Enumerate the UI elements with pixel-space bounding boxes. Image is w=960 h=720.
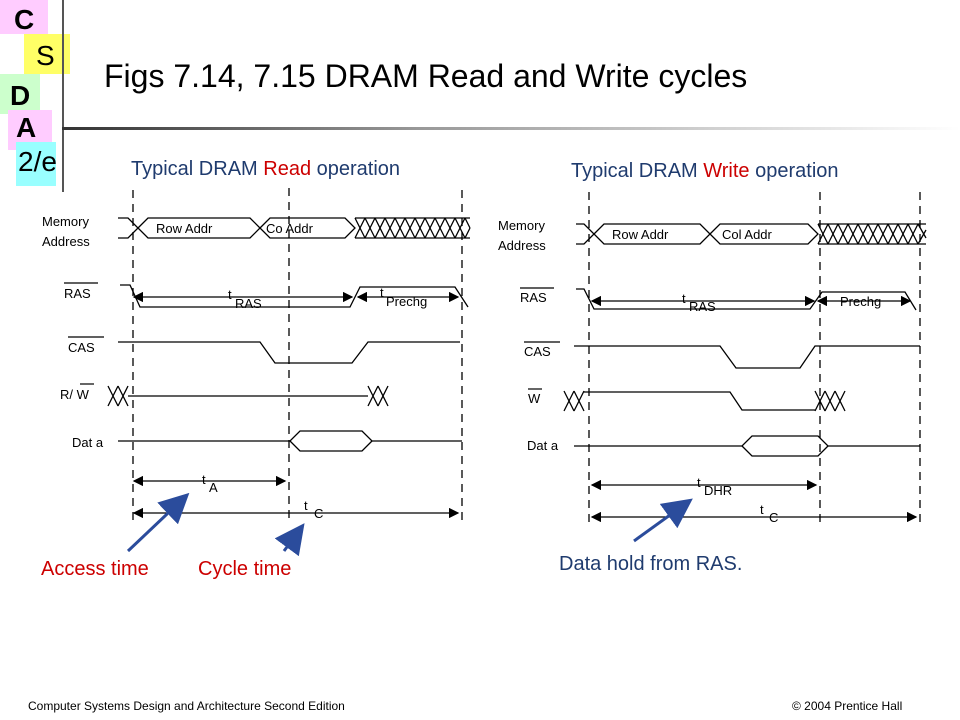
read-address-bus <box>118 217 471 239</box>
read-title-pre: Typical DRAM <box>131 158 264 180</box>
write-t-dhr-sub: DHR <box>704 483 732 498</box>
write-w-waveform <box>563 390 846 412</box>
write-title-pre: Typical DRAM <box>571 160 704 182</box>
read-title-highlight: Read <box>263 158 312 180</box>
page-title: Figs 7.14, 7.15 DRAM Read and Write cycl… <box>104 58 748 94</box>
write-label-data: Dat a <box>527 438 559 453</box>
write-t-ras-t: t <box>682 291 686 306</box>
cycle-time-note: Cycle time <box>198 558 292 580</box>
read-label-ras: RAS <box>64 286 91 301</box>
read-t-a-sub: A <box>209 480 218 495</box>
read-t-c-t: t <box>304 498 308 513</box>
read-t-prechg-sub: Prechg <box>386 294 427 309</box>
read-label-data: Dat a <box>72 435 104 450</box>
read-bus-col-addr: Co Addr <box>266 221 314 236</box>
cycle-time-pointer-arrow <box>274 523 305 557</box>
read-title-post: operation <box>311 158 401 180</box>
write-prechg-label: Prechg <box>840 294 881 309</box>
read-t-ras-sub: RAS <box>235 296 262 311</box>
write-label-address: Address <box>498 238 546 253</box>
read-t-ras-t: t <box>228 287 232 302</box>
write-t-dhr-t: t <box>697 475 701 490</box>
write-ras-waveform <box>576 288 917 311</box>
write-label-cas: CAS <box>524 344 551 359</box>
data-hold-pointer-arrow <box>633 498 693 543</box>
write-bus-col-addr: Col Addr <box>722 227 773 242</box>
write-label-w: W <box>528 391 541 406</box>
logo-letter-d: D <box>10 80 31 111</box>
write-label-memory: Memory <box>498 218 545 233</box>
read-ras-waveform <box>120 284 469 308</box>
read-rw-waveform <box>107 385 389 407</box>
write-t-c-sub: C <box>769 510 778 525</box>
logo-block-edition: 2/e <box>16 142 57 186</box>
write-data-waveform <box>574 435 920 457</box>
read-data-waveform <box>118 430 462 452</box>
footer-copyright: © 2004 Prentice Hall <box>792 699 903 713</box>
read-t-prechg-t: t <box>380 285 384 300</box>
title-rule <box>62 127 960 130</box>
logo-edition: 2/e <box>18 146 57 177</box>
write-bus-row-addr: Row Addr <box>612 227 669 242</box>
access-time-pointer-arrow <box>126 492 190 553</box>
write-title-highlight: Write <box>703 160 750 182</box>
read-label-cas: CAS <box>68 340 95 355</box>
logo-letter-a: A <box>16 112 37 143</box>
write-label-ras: RAS <box>520 290 547 305</box>
logo-vertical-rule <box>62 0 64 192</box>
write-address-bus <box>576 223 927 245</box>
read-cas-waveform <box>118 341 460 364</box>
read-label-memory: Memory <box>42 214 89 229</box>
read-label-address: Address <box>42 234 90 249</box>
logo-letter-s: S <box>36 40 55 71</box>
read-t-a-t: t <box>202 472 206 487</box>
write-t-ras-sub: RAS <box>689 299 716 314</box>
read-label-rw: R/ W <box>60 387 90 402</box>
footer-book-title: Computer Systems Design and Architecture… <box>28 699 345 713</box>
logo-block-d: D <box>0 74 40 114</box>
logo-block-c: C <box>0 0 48 35</box>
write-cas-waveform <box>574 345 920 369</box>
logo-letter-c: C <box>14 4 35 35</box>
access-time-note: Access time <box>41 558 149 580</box>
read-t-c-sub: C <box>314 506 323 521</box>
write-title-post: operation <box>749 160 839 182</box>
read-bus-row-addr: Row Addr <box>156 221 213 236</box>
write-t-c-t: t <box>760 502 764 517</box>
write-panel-title: Typical DRAM Write operation <box>571 160 839 183</box>
read-panel-title: Typical DRAM Read operation <box>131 158 400 181</box>
data-hold-note: Data hold from RAS. <box>559 553 743 575</box>
